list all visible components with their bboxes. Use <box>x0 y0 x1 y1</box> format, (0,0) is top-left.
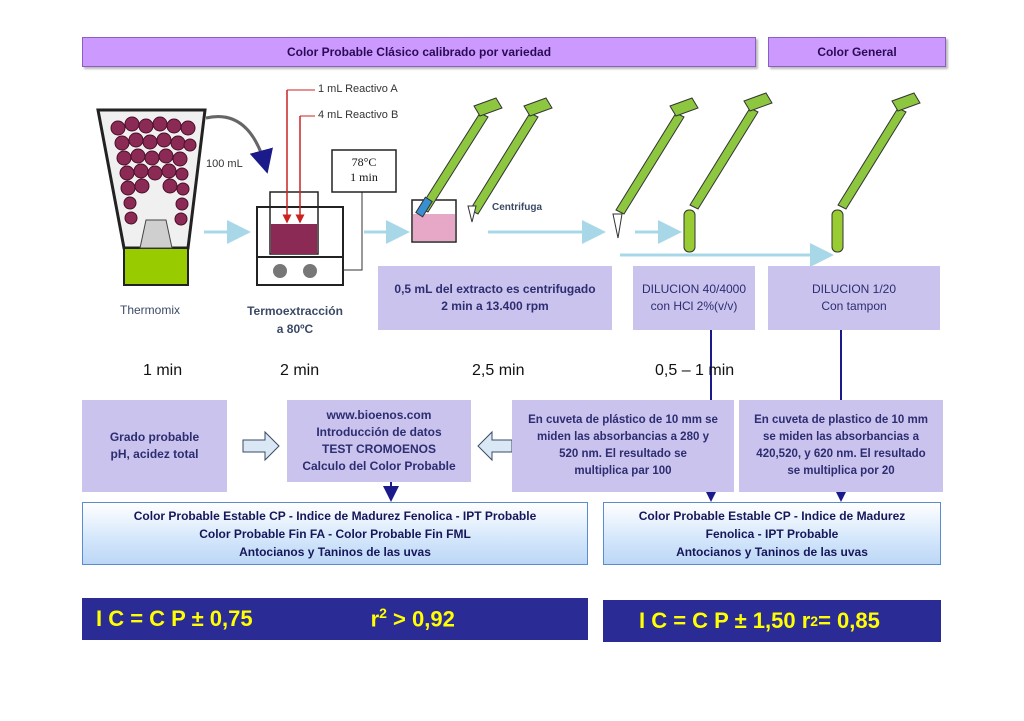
thermomix-volume-label: 100 mL <box>206 158 243 170</box>
results-general-box: Color Probable Estable CP - Indice de Ma… <box>603 502 941 565</box>
formula-general-main: I C = C P ± 1,50 r <box>639 608 811 633</box>
centrifuga-label: Centrifuga <box>492 202 542 213</box>
dilution-hcl-box: DILUCION 40/4000 con HCl 2%(v/v) <box>633 266 755 330</box>
thermoextraction-label: Termoextracción a 80ºC <box>247 304 343 336</box>
header-general-color: Color General <box>768 37 946 67</box>
formula-classic-r-sup: 2 <box>379 605 387 622</box>
cuveta-280-520-box: En cuveta de plástico de 10 mm se miden … <box>512 400 734 492</box>
centrifuge-step-box: 0,5 mL del extracto es centrifugado 2 mi… <box>378 266 612 330</box>
reagent-a-label: 1 mL Reactivo A <box>318 83 398 95</box>
time-centrifuge: 2,5 min <box>472 362 525 379</box>
reagent-b-label: 4 mL Reactivo B <box>318 109 399 121</box>
thermomix-label: Thermomix <box>120 303 181 317</box>
formula-classic-r: r <box>370 606 380 632</box>
formula-classic-r2: r2 > 0,92 <box>371 605 455 632</box>
formula-general-r-sup: 2 <box>810 613 819 629</box>
thermoextraction-device-icon <box>256 89 397 286</box>
time-thermoextraction: 2 min <box>280 362 320 379</box>
formula-classic-main: I C = C P ± 0,75 <box>96 606 253 631</box>
thermomix-icon <box>96 108 273 286</box>
extract-beaker-icon <box>411 199 457 243</box>
dilution-buffer-box: DILUCION 1/20 Con tampon <box>768 266 940 330</box>
time-dilution: 0,5 – 1 min <box>655 362 735 379</box>
temperature-time-label: 78°C 1 min <box>350 155 378 184</box>
formula-classic: I C = C P ± 0,75 r2 > 0,92 <box>82 598 588 640</box>
grado-probable-box: Grado probable pH, acidez total <box>82 400 227 492</box>
flow-arrows-light <box>204 220 834 267</box>
results-classic-box: Color Probable Estable CP - Indice de Ma… <box>82 502 588 565</box>
header-classic-color: Color Probable Clásico calibrado por var… <box>82 37 756 67</box>
pipette-icons <box>415 92 921 253</box>
time-thermomix: 1 min <box>143 362 183 379</box>
bioenos-box: www.bioenos.com Introducción de datos TE… <box>287 400 471 482</box>
block-arrows <box>242 430 513 462</box>
formula-general-r-tail: = 0,85 <box>818 608 880 633</box>
cuveta-420-520-620-box: En cuveta de plastico de 10 mm se miden … <box>739 400 943 492</box>
formula-classic-r-tail: > 0,92 <box>386 606 455 632</box>
